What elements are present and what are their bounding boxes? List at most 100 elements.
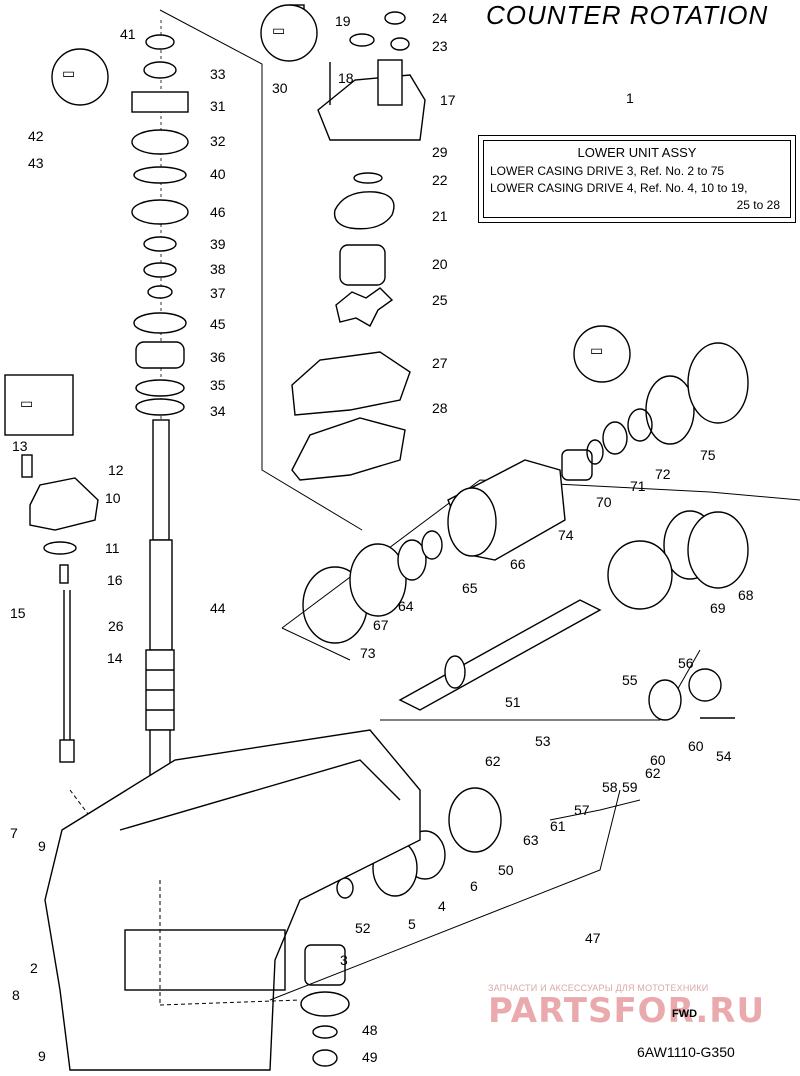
callout-number: 5 [408, 916, 416, 932]
callout-number: 16 [107, 572, 123, 588]
legend-line: LOWER CASING DRIVE 3, Ref. No. 2 to 75 [490, 164, 725, 178]
watermark: ЗАПЧАСТИ И АКСЕССУАРЫ ДЛЯ МОТОТЕХНИКИ PA… [488, 983, 788, 1031]
callout-number: 57 [574, 802, 590, 818]
callout-number: 21 [432, 208, 448, 224]
callout-number: 46 [210, 204, 226, 220]
callout-number: 13 [12, 438, 28, 454]
legend-ref-number: 1 [626, 90, 634, 106]
callout-number: 36 [210, 349, 226, 365]
callout-number: 29 [432, 144, 448, 160]
diagram-title: COUNTER ROTATION [486, 0, 769, 30]
callout-number: 65 [462, 580, 478, 596]
watermark-brand: PARTSFOR.RU [488, 991, 766, 1031]
callout-number: 60 [650, 752, 666, 768]
callout-number: 49 [362, 1049, 378, 1065]
callout-number: 59 [622, 779, 638, 795]
callout-number: 71 [630, 478, 646, 494]
propeller-shaft-housing [281, 342, 800, 661]
callout-number: 38 [210, 261, 226, 277]
grease-tube-icon: ▭ [62, 65, 76, 81]
lower-casing [44, 729, 621, 1071]
shaft-stack [131, 34, 189, 416]
callout-number: 34 [210, 403, 226, 419]
callout-number: 48 [362, 1022, 378, 1038]
legend-line: 25 to 28 [736, 198, 780, 212]
callout-number: 32 [210, 133, 226, 149]
callout-number: 27 [432, 355, 448, 371]
shift-rod-group [21, 454, 99, 763]
dashed-boundary [159, 9, 363, 531]
callout-number: 17 [440, 92, 456, 108]
callout-number: 19 [335, 13, 351, 29]
callout-number: 26 [108, 618, 124, 634]
callout-number: 14 [107, 650, 123, 666]
callout-number: 39 [210, 236, 226, 252]
legend-inner-frame: LOWER UNIT ASSY LOWER CASING DRIVE 3, Re… [483, 140, 791, 218]
callout-number: 12 [108, 462, 124, 478]
callout-number: 6 [470, 878, 478, 894]
callout-number: 40 [210, 166, 226, 182]
callout-number: 62 [645, 765, 661, 781]
callout-number: 44 [210, 600, 226, 616]
callout-number: 42 [28, 128, 44, 144]
grease-tube-icon: ▭ [272, 22, 286, 38]
callout-number: 25 [432, 292, 448, 308]
callout-number: 10 [105, 490, 121, 506]
callout-number: 60 [688, 738, 704, 754]
callout-number: 2 [30, 960, 38, 976]
callout-number: 68 [738, 587, 754, 603]
callout-number: 7 [10, 825, 18, 841]
callout-number: 50 [498, 862, 514, 878]
callout-number: 24 [432, 10, 448, 26]
propeller-shaft-and-gears [300, 540, 735, 1067]
callout-number: 66 [510, 556, 526, 572]
callout-number: 23 [432, 38, 448, 54]
water-pump-group [289, 4, 426, 481]
grease-tube-icon: ▭ [20, 395, 34, 411]
callout-number: 62 [485, 753, 501, 769]
callout-number: 61 [550, 818, 566, 834]
callout-number: 52 [355, 920, 371, 936]
legend-line: LOWER CASING DRIVE 4, Ref. No. 4, 10 to … [490, 181, 748, 195]
callout-number: 63 [523, 832, 539, 848]
callout-number: 41 [120, 26, 136, 42]
callout-number: 20 [432, 256, 448, 272]
callout-number: 9 [38, 838, 46, 854]
assembly-legend-box: LOWER UNIT ASSY LOWER CASING DRIVE 3, Re… [478, 135, 796, 223]
diagram-code: 6AW1110-G350 [637, 1044, 735, 1060]
callout-number: 28 [432, 400, 448, 416]
callout-number: 55 [622, 672, 638, 688]
callout-number: 56 [678, 655, 694, 671]
callout-number: 51 [505, 694, 521, 710]
callout-number: 37 [210, 285, 226, 301]
callout-number: 64 [398, 598, 414, 614]
callout-number: 67 [373, 617, 389, 633]
callout-number: 54 [716, 748, 732, 764]
callout-number: 22 [432, 172, 448, 188]
grease-callouts [4, 4, 631, 436]
callout-number: 74 [558, 527, 574, 543]
callout-number: 47 [585, 930, 601, 946]
callout-number: 11 [105, 540, 120, 556]
callout-number: 9 [38, 1048, 46, 1064]
callout-number: 15 [10, 605, 26, 621]
callout-number: 45 [210, 316, 226, 332]
callout-number: 35 [210, 377, 226, 393]
callout-number: 53 [535, 733, 551, 749]
callout-number: 70 [596, 494, 612, 510]
callout-number: 73 [360, 645, 376, 661]
callout-number: 8 [12, 987, 20, 1003]
callout-number: 75 [700, 447, 716, 463]
callout-number: 72 [655, 466, 671, 482]
grease-tube-icon: ▭ [590, 342, 604, 358]
fwd-badge: FWD [672, 1008, 698, 1020]
callout-number: 4 [438, 898, 446, 914]
callout-number: 3 [340, 952, 348, 968]
callout-number: 33 [210, 66, 226, 82]
callout-number: 58 [602, 779, 618, 795]
watermark-tagline: ЗАПЧАСТИ И АКСЕССУАРЫ ДЛЯ МОТОТЕХНИКИ [488, 983, 709, 993]
callout-number: 43 [28, 155, 44, 171]
callout-number: 31 [210, 98, 226, 114]
legend-heading: LOWER UNIT ASSY [577, 145, 697, 160]
